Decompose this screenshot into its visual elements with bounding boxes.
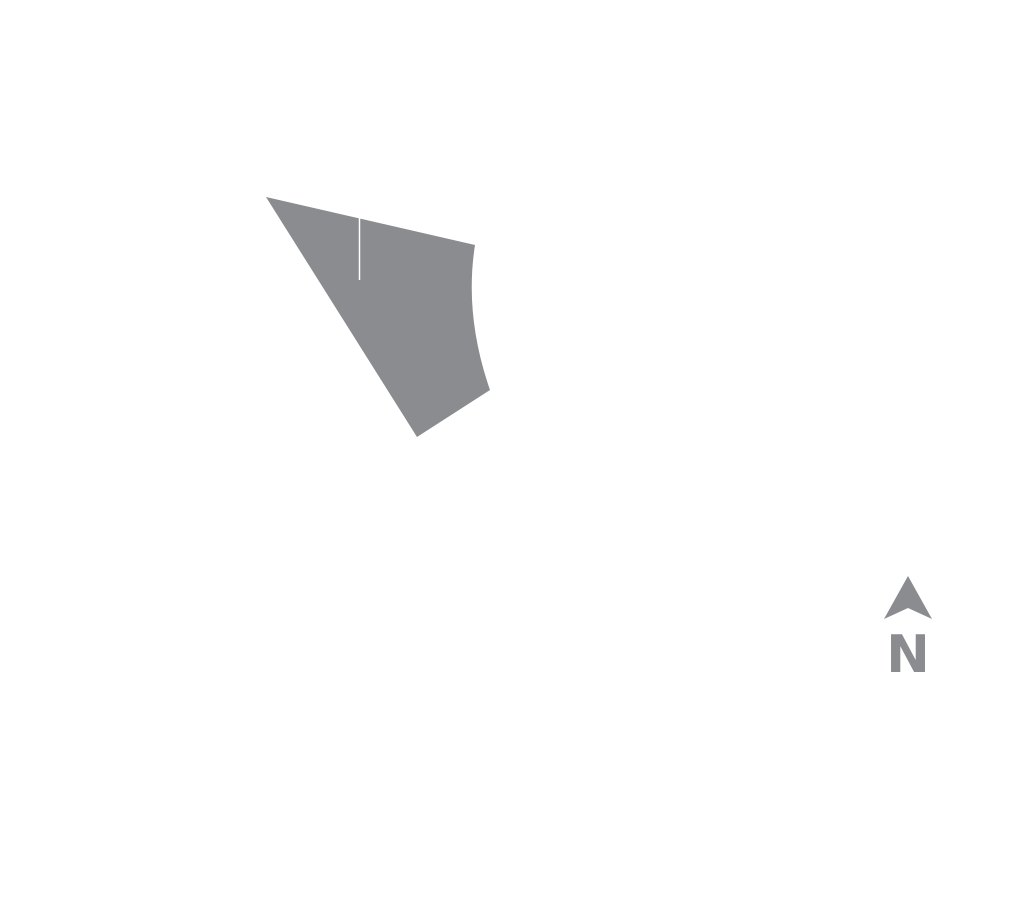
north-indicator: N <box>880 576 936 686</box>
north-arrow-icon <box>884 576 932 619</box>
north-label: N <box>886 625 930 685</box>
parcel-shape <box>266 197 490 437</box>
